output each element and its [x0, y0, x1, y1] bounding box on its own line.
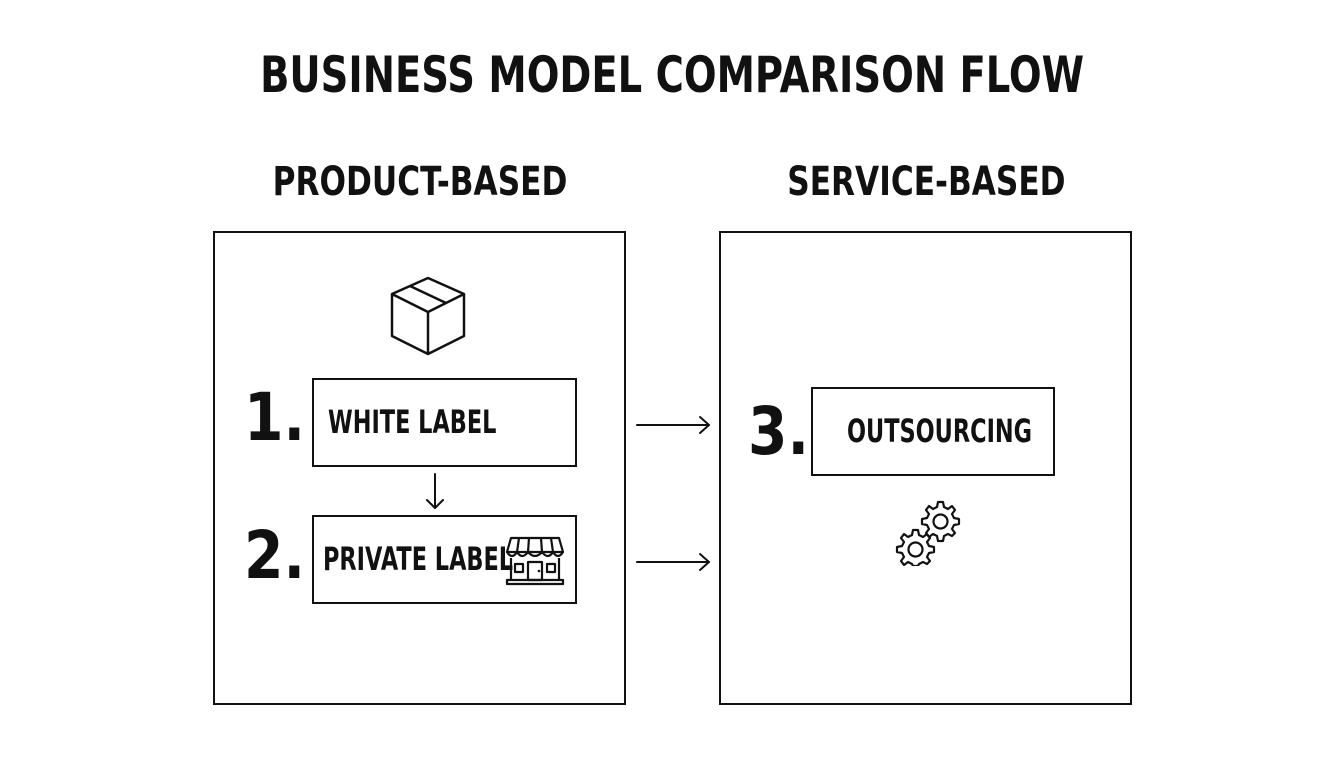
white-label-label: WHITE LABEL: [328, 402, 569, 442]
step-number-1: 1.: [244, 378, 315, 458]
outsourcing-box: OUTSOURCING: [811, 387, 1055, 476]
white-label-box: WHITE LABEL: [312, 378, 577, 467]
service-based-heading: SERVICE-BASED: [720, 155, 1132, 209]
outsourcing-text: OUTSOURCING: [847, 412, 1033, 450]
product-based-panel: [213, 231, 626, 705]
box-icon: [390, 276, 466, 356]
private-label-box: PRIVATE LABEL: [312, 515, 577, 604]
step-number-1-text: 1.: [244, 379, 306, 456]
step-number-2-text: 2.: [244, 517, 306, 594]
arrow-right-connector-1: [636, 416, 710, 434]
gears-icon: [895, 500, 961, 566]
arrow-down-connector: [426, 473, 444, 509]
step-number-3-text: 3.: [748, 393, 810, 470]
storefront-icon: [505, 536, 565, 586]
product-based-heading-text: PRODUCT-BASED: [272, 159, 568, 205]
private-label-label: PRIVATE LABEL: [323, 539, 595, 579]
diagram-title-text: BUSINESS MODEL COMPARISON FLOW: [259, 46, 1085, 104]
step-number-2: 2.: [244, 516, 315, 596]
outsourcing-label: OUTSOURCING: [847, 411, 1111, 451]
arrow-right-connector-2: [636, 553, 710, 571]
diagram-title: BUSINESS MODEL COMPARISON FLOW: [0, 38, 1344, 112]
service-based-heading-text: SERVICE-BASED: [786, 159, 1066, 205]
product-based-heading: PRODUCT-BASED: [214, 155, 626, 209]
private-label-text: PRIVATE LABEL: [323, 540, 514, 578]
white-label-text: WHITE LABEL: [328, 403, 497, 441]
step-number-3: 3.: [748, 392, 819, 472]
